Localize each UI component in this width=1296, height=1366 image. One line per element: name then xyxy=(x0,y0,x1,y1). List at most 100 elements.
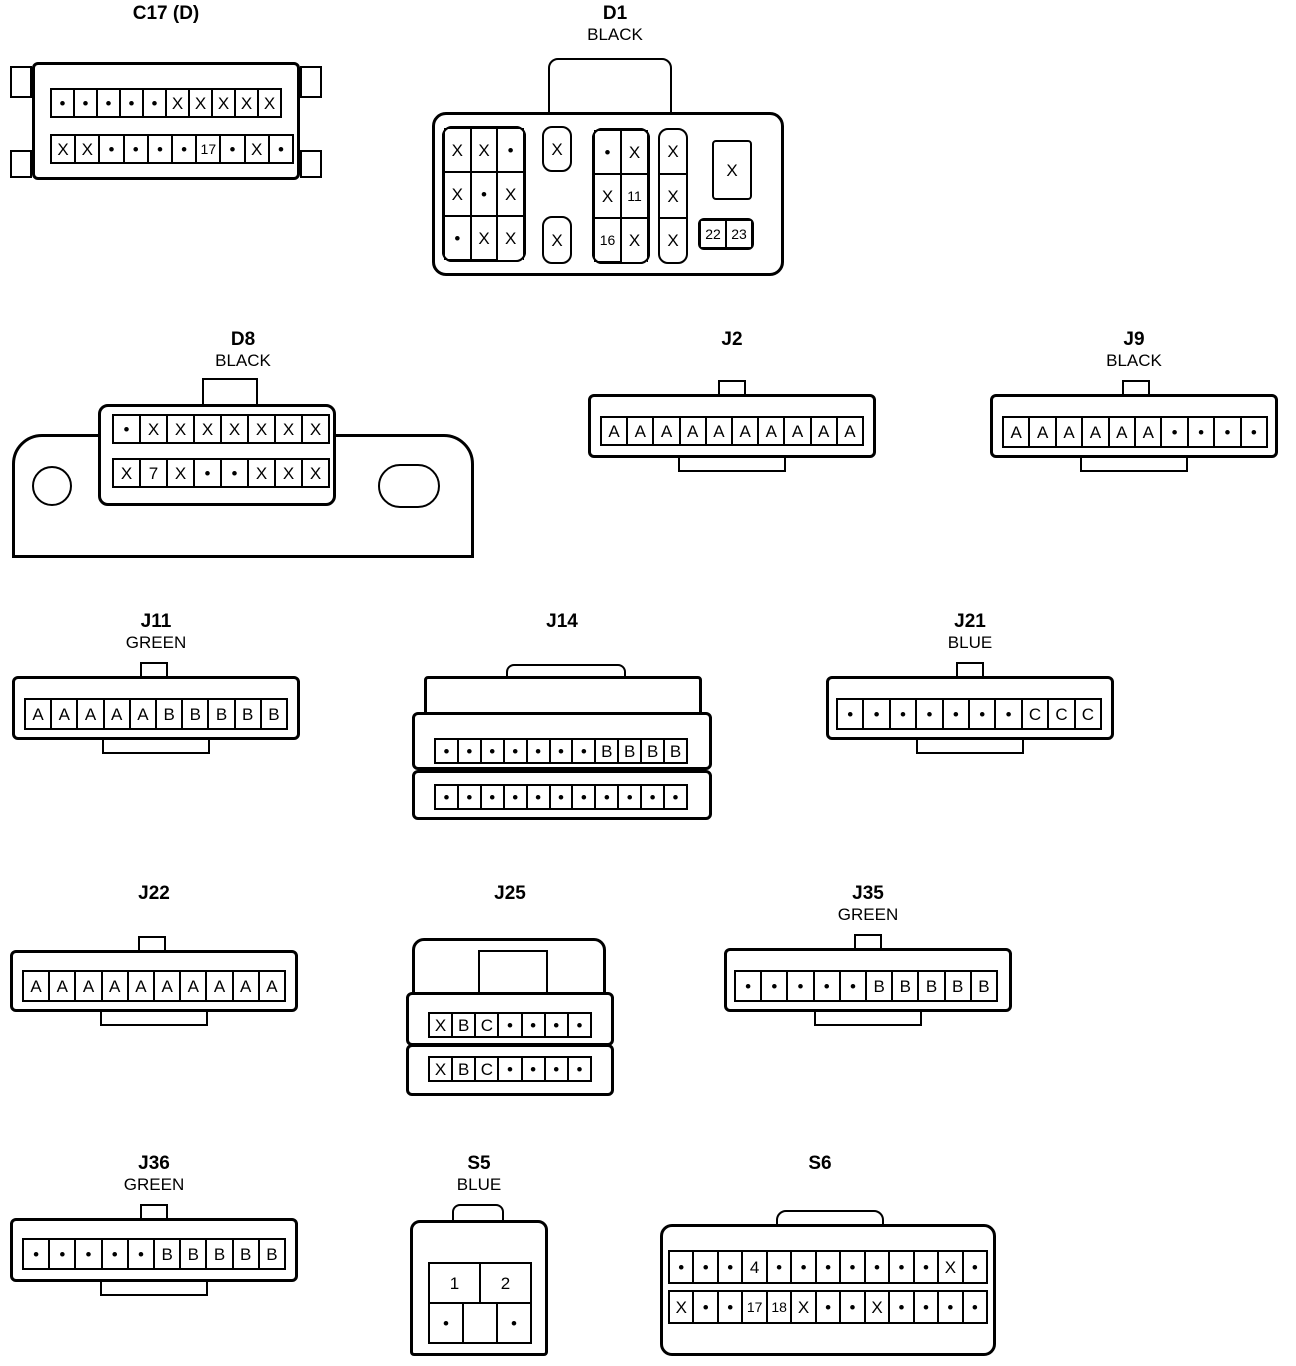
terminal-cavity: X xyxy=(168,460,195,486)
terminal-cavity: • xyxy=(173,136,198,162)
terminal-cavity: • xyxy=(277,139,284,159)
terminal-cavity: B xyxy=(619,740,643,762)
cavity-block-b: X xyxy=(542,126,572,172)
terminal-cavity: A xyxy=(1110,418,1137,446)
terminal-cavity: B xyxy=(209,700,236,728)
terminal-cavity: A xyxy=(654,418,681,444)
connector-code: J2 xyxy=(721,329,743,350)
connector-color: GREEN xyxy=(123,1175,185,1194)
terminal-cavity: B xyxy=(867,972,894,1000)
terminal-cavity: X xyxy=(444,172,471,216)
connector-color: BLACK xyxy=(215,351,271,370)
terminal-cavity: 11 xyxy=(621,174,648,218)
terminal-cavity xyxy=(464,1304,498,1342)
terminal-cavity: • xyxy=(996,700,1023,728)
terminal-cavity: A xyxy=(78,700,105,728)
terminal-cavity: • xyxy=(499,1058,523,1080)
terminal-cavity: • xyxy=(497,128,524,172)
top-latch xyxy=(548,58,672,114)
terminal-cavity: • xyxy=(788,972,815,1000)
connector-code: J22 xyxy=(138,883,170,904)
terminal-cavity: X xyxy=(236,90,259,116)
terminal-cavity: 2 xyxy=(500,1273,511,1293)
bottom-key xyxy=(102,740,210,754)
top-latch xyxy=(478,950,548,1000)
terminal-cavity: C xyxy=(1081,704,1094,724)
terminal-cavity: • xyxy=(866,1252,891,1282)
terminal-cavity: X xyxy=(246,136,270,162)
terminal-cavity: A xyxy=(812,418,838,444)
terminal-cavity: • xyxy=(672,787,679,807)
terminal-cavity: • xyxy=(144,90,167,116)
terminal-cavity: • xyxy=(736,972,763,1000)
terminal-cavity: A xyxy=(155,972,182,1000)
terminal-cavity: C xyxy=(476,1058,500,1080)
terminal-cavity: X xyxy=(939,1252,964,1282)
terminal-cavity: • xyxy=(149,136,174,162)
terminal-cavity: • xyxy=(470,172,498,216)
terminal-cavity: A xyxy=(26,700,53,728)
bottom-key xyxy=(1080,458,1188,472)
terminal-cavity: • xyxy=(890,1252,915,1282)
terminal-cavity: • xyxy=(817,1292,842,1322)
cavity-block-b: X xyxy=(542,216,572,264)
terminal-cavity: • xyxy=(444,216,471,260)
terminal-cavity: • xyxy=(505,786,528,808)
terminal-cavity: • xyxy=(546,1058,569,1080)
terminal-cavity: A xyxy=(681,418,707,444)
terminal-cavity: B xyxy=(207,1240,234,1268)
terminal-cavity: • xyxy=(642,786,666,808)
connector-code: J14 xyxy=(546,611,578,632)
terminal-cavity: A xyxy=(1057,418,1084,446)
terminal-cavity: • xyxy=(719,1292,744,1322)
terminal-cavity: B xyxy=(268,704,280,724)
terminal-cavity: X xyxy=(430,1058,454,1080)
connector-code: D8 xyxy=(230,329,256,350)
terminal-cavity: • xyxy=(551,740,574,762)
terminal-cavity: • xyxy=(841,1252,866,1282)
terminal-cavity: 17 xyxy=(197,136,222,162)
terminal-cavity: X xyxy=(792,1292,817,1322)
terminal-cavity: 16 xyxy=(594,218,621,262)
terminal-cavity: A xyxy=(24,972,51,1000)
connector-color: BLUE xyxy=(456,1175,502,1194)
connector-code: J21 xyxy=(954,611,986,632)
terminal-cavity: B xyxy=(669,741,682,761)
terminal-cavity: • xyxy=(939,1292,964,1322)
terminal-cavity: • xyxy=(499,1014,523,1036)
terminal-cavity: 22 xyxy=(700,220,726,248)
terminal-cavity: A xyxy=(785,418,812,444)
connector-code: D1 xyxy=(602,3,628,24)
terminal-cavity: • xyxy=(523,1058,546,1080)
side-tab xyxy=(10,150,32,178)
terminal-cavity: • xyxy=(75,90,98,116)
terminal-cavity: A xyxy=(50,972,77,1000)
terminal-cavity: • xyxy=(971,1257,978,1277)
terminal-cavity: • xyxy=(792,1252,817,1282)
terminal-cavity: • xyxy=(76,1240,103,1268)
terminal-cavity: A xyxy=(103,972,129,1000)
terminal-cavity: X xyxy=(222,416,249,442)
terminal-cavity: • xyxy=(1215,418,1242,446)
side-tab xyxy=(300,66,322,98)
terminal-cavity: 18 xyxy=(768,1292,793,1322)
terminal-cavity: C xyxy=(1049,700,1076,728)
connector-code: S6 xyxy=(808,1153,832,1174)
bottom-key xyxy=(814,1012,922,1026)
terminal-cavity: A xyxy=(1083,418,1110,446)
terminal-cavity: 4 xyxy=(743,1252,768,1282)
terminal-cavity: B xyxy=(919,972,946,1000)
terminal-cavity: • xyxy=(841,1292,866,1322)
terminal-cavity: X xyxy=(670,1292,695,1322)
connector-color: GREEN xyxy=(125,633,187,652)
terminal-cavity: 1 xyxy=(430,1264,481,1302)
